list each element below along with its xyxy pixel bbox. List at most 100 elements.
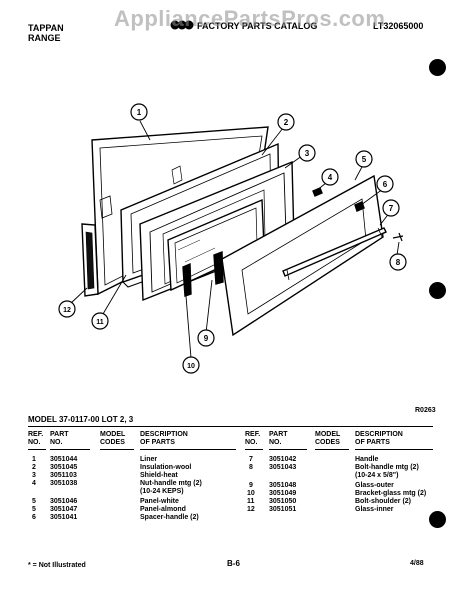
header-ref-1: REF. — [28, 431, 44, 438]
row-part: 3051045 — [50, 464, 78, 471]
callout-3: 3 — [298, 144, 316, 162]
header-ref-2-right: NO. — [245, 439, 258, 446]
callout-6: 6 — [376, 175, 394, 193]
watermark: AppliancePartsPros.com — [114, 6, 386, 31]
row-desc: Glass-outer — [355, 482, 394, 489]
svg-text:7: 7 — [389, 204, 394, 213]
model-line: MODEL 37-0117-00 LOT 2, 3 — [28, 415, 134, 424]
brand-line-2: RANGE — [28, 33, 61, 43]
row-part: 3051050 — [269, 498, 297, 505]
row-desc-continued: (10-24 x 5/8") — [355, 472, 399, 479]
callout-2: 2 — [277, 113, 295, 131]
callout-9: 9 — [197, 329, 215, 347]
svg-text:1: 1 — [137, 108, 142, 117]
svg-text:5: 5 — [362, 155, 367, 164]
row-ref: 5 — [32, 506, 36, 513]
callout-8: 8 — [389, 253, 407, 271]
row-desc: Handle — [355, 456, 379, 463]
svg-text:12: 12 — [63, 307, 71, 314]
header-ref-2: NO. — [28, 439, 41, 446]
rule-ref-left — [28, 449, 46, 450]
svg-text:9: 9 — [204, 334, 209, 343]
svg-text:3: 3 — [305, 149, 310, 158]
row-part: 3051049 — [269, 490, 297, 497]
header-part-1-right: PART — [269, 431, 288, 438]
row-desc: Glass-inner — [355, 506, 394, 513]
row-desc: Nut-handle mtg (2) — [140, 480, 202, 487]
rule-ref-right — [245, 449, 263, 450]
header-part-2-right: NO. — [269, 439, 282, 446]
table-top-rule — [28, 426, 433, 427]
svg-text:4: 4 — [328, 173, 333, 182]
callout-1: 1 — [130, 103, 148, 121]
row-ref: 10 — [247, 490, 255, 497]
row-part: 3051044 — [50, 456, 78, 463]
header-model-2-right: CODES — [315, 439, 340, 446]
header-part-2: NO. — [50, 439, 63, 446]
row-part: 3051041 — [50, 514, 78, 521]
brand-line-1: TAPPAN — [28, 23, 64, 33]
callout-7: 7 — [382, 199, 400, 217]
header-model-1-right: MODEL — [315, 431, 341, 438]
row-ref: 6 — [32, 514, 36, 521]
row-desc: Insulation-wool — [140, 464, 192, 471]
row-desc: Bolt-shoulder (2) — [355, 498, 411, 505]
row-part: 3051046 — [50, 498, 78, 505]
row-part: 3051048 — [269, 482, 297, 489]
callout-12: 12 — [58, 300, 76, 318]
binder-hole-top — [429, 59, 446, 76]
row-ref: 7 — [249, 456, 253, 463]
row-desc: Shield-heat — [140, 472, 178, 479]
row-desc: Bracket-glass mtg (2) — [355, 490, 427, 497]
oven-door-exploded-diagram: 1 2 3 4 5 6 7 8 9 10 11 12 — [58, 103, 407, 374]
row-ref: 3 — [32, 472, 36, 479]
row-part: 3051047 — [50, 506, 78, 513]
callout-markers: 1 2 3 4 5 6 7 8 9 10 11 12 — [58, 103, 407, 374]
svg-text:10: 10 — [187, 363, 195, 370]
row-desc: Panel-white — [140, 498, 179, 505]
callout-10: 10 — [182, 356, 200, 374]
rule-part-right — [269, 449, 307, 450]
binder-hole-bottom — [429, 511, 446, 528]
row-ref: 5 — [32, 498, 36, 505]
footer-note: * = Not Illustrated — [28, 562, 86, 569]
footer-date: 4/88 — [410, 560, 424, 567]
row-part: 3051051 — [269, 506, 297, 513]
callout-5: 5 — [355, 150, 373, 168]
rule-model-right — [315, 449, 349, 450]
rule-part-left — [50, 449, 90, 450]
row-ref: 11 — [247, 498, 255, 505]
diagram-ref-code: R0263 — [415, 407, 436, 414]
row-part: 3051043 — [269, 464, 297, 471]
row-desc: Liner — [140, 456, 158, 463]
binder-hole-middle — [429, 282, 446, 299]
svg-text:2: 2 — [284, 118, 289, 127]
page-number: B-6 — [227, 559, 240, 568]
row-ref: 8 — [249, 464, 253, 471]
header-desc-1-right: DESCRIPTION — [355, 431, 403, 438]
callout-11: 11 — [91, 312, 109, 330]
rule-desc-left — [140, 449, 236, 450]
row-desc: Panel-almond — [140, 506, 186, 513]
catalog-code: LT32065000 — [373, 21, 424, 31]
row-desc: Spacer-handle (2) — [140, 514, 199, 521]
row-ref: 4 — [32, 480, 36, 487]
brand-logo — [170, 17, 194, 33]
callout-4: 4 — [321, 168, 339, 186]
header-ref-1-right: REF. — [245, 431, 261, 438]
row-part: 3051038 — [50, 480, 78, 487]
row-ref: 2 — [32, 464, 36, 471]
header-part-1: PART — [50, 431, 69, 438]
svg-text:11: 11 — [96, 319, 104, 326]
row-ref: 1 — [32, 456, 36, 463]
header-model-2: CODES — [100, 439, 125, 446]
header-desc-2-right: OF PARTS — [355, 439, 390, 446]
header-desc-1: DESCRIPTION — [140, 431, 188, 438]
row-part: 3051103 — [50, 472, 77, 479]
row-desc: Bolt-handle mtg (2) — [355, 464, 419, 471]
row-ref: 9 — [249, 482, 253, 489]
row-part: 3051042 — [269, 456, 297, 463]
row-ref: 12 — [247, 506, 255, 513]
rule-desc-right — [355, 449, 433, 450]
svg-text:6: 6 — [383, 180, 388, 189]
